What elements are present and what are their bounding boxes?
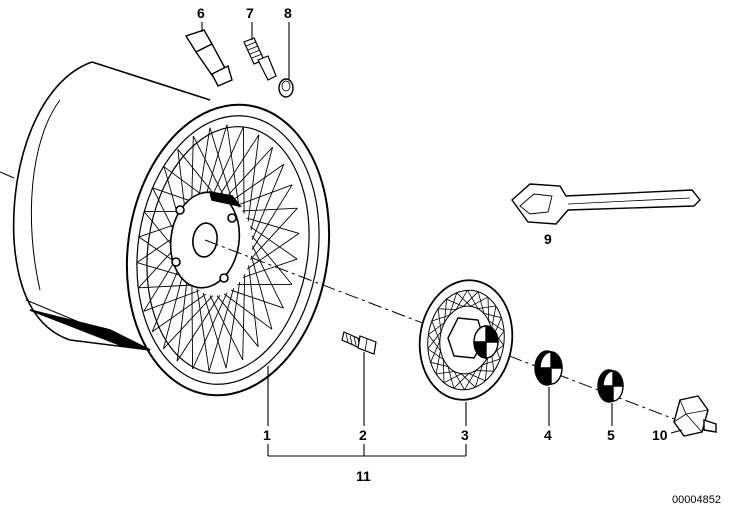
callout-5: 5 [607, 427, 615, 443]
callout-labels: 6 7 8 9 1 2 3 4 5 10 11 [197, 5, 668, 484]
callout-8: 8 [284, 5, 292, 21]
callout-1: 1 [263, 427, 271, 443]
emblem-part-4 [534, 350, 563, 386]
emblem-part-5 [597, 369, 624, 403]
document-number: 00004852 [672, 494, 721, 506]
valve-insert [243, 37, 277, 81]
callout-10: 10 [652, 427, 668, 443]
callout-3: 3 [461, 427, 469, 443]
callout-11: 11 [356, 468, 371, 484]
valve-cap [278, 78, 294, 98]
leader-lines [201, 22, 683, 457]
callout-2: 2 [359, 427, 367, 443]
callout-4: 4 [544, 427, 552, 443]
center-nut [673, 395, 717, 437]
callout-7: 7 [246, 5, 254, 21]
wheel-bolt [341, 331, 377, 355]
tire-valve [184, 29, 233, 87]
hub-cap [418, 279, 514, 401]
callout-6: 6 [197, 5, 205, 21]
spanner-tool [511, 183, 701, 225]
callout-9: 9 [544, 231, 552, 247]
